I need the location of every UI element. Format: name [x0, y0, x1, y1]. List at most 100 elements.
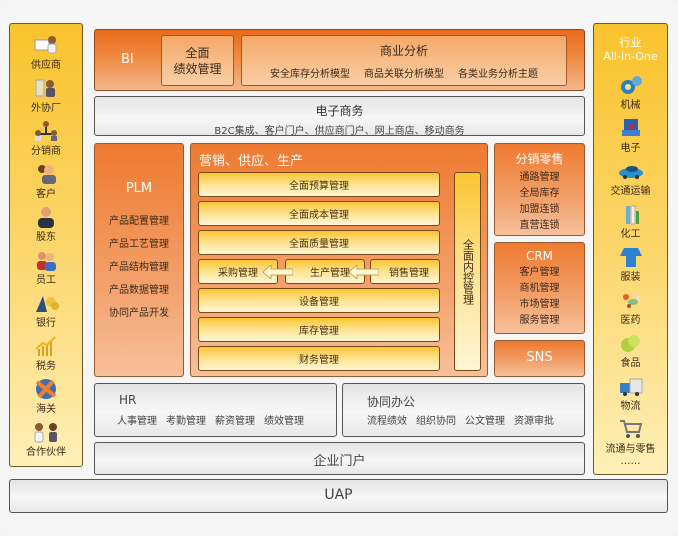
food-icon [620, 335, 640, 352]
apparel-icon [619, 248, 642, 267]
distribution-module: 分销零售 通路管理 全局库存 加盟连锁 直营连锁 [494, 143, 585, 236]
industry-item-transport: 交通运输 [594, 160, 667, 197]
distribution-items: 通路管理 全局库存 加盟连锁 直营连锁 [495, 170, 584, 234]
uap-title: UAP [324, 487, 353, 503]
scm-row-budget: 全面预算管理 [198, 172, 440, 197]
industry-title-line1: 行业 [619, 36, 642, 49]
distributor-icon [35, 121, 57, 141]
shareholder-icon [38, 207, 54, 228]
industry-item-label: 流通与零售 [605, 444, 656, 455]
sidebar-item-label: 合作伙伴 [26, 447, 66, 458]
hr-title: HR [119, 393, 137, 407]
industry-item-label: 机械 [620, 100, 641, 111]
tax-icon [35, 336, 56, 356]
analysis-items: 安全库存分析模型 商品关联分析模型 各类业务分析主题 [242, 65, 566, 80]
sidebar-item-label: 客户 [36, 189, 56, 200]
sidebar-item-tax: 税务 [10, 335, 82, 372]
plm-item: 产品数据管理 [109, 285, 169, 296]
internal-control-label: 全面内控管理 [461, 238, 475, 305]
retail-cart-icon [619, 420, 642, 438]
industry-more: …… [620, 456, 641, 467]
hr-module: HR 人事管理 考勤管理 薪资管理 绩效管理 [94, 383, 337, 437]
oa-module: 协同办公 流程绩效 组织协同 公文管理 资源审批 [342, 383, 585, 437]
sidebar-item-label: 分销商 [31, 146, 61, 157]
hr-item: 考勤管理 [166, 416, 206, 427]
logistics-icon [619, 378, 642, 396]
crm-item: 客户管理 [519, 267, 560, 278]
industry-item-machinery: 机械 [594, 74, 667, 111]
sidebar-item-outsourcing: 外协厂 [10, 77, 82, 114]
industry-item-label: 化工 [620, 229, 641, 240]
scm-row-finance: 财务管理 [198, 346, 440, 371]
industry-item-label: 电子 [620, 143, 641, 154]
crm-title: CRM [525, 249, 554, 263]
ecommerce-module: 电子商务 B2C集成、客户门户、供应商门户、网上商店、移动商务 [94, 96, 585, 137]
scm-row-equipment: 设备管理 [198, 288, 440, 313]
crm-item: 服务管理 [519, 315, 560, 326]
industry-item-logistics: 物流 [594, 375, 667, 412]
bi-label: BI [121, 52, 134, 67]
customer-icon [38, 165, 56, 184]
right-sidebar-industries: 行业 All-in-One 机械 电子 交通运输 化工 服装 医药 [593, 23, 668, 475]
distribution-item: 通路管理 [519, 172, 560, 183]
oa-item: 资源审批 [514, 416, 554, 427]
plm-item: 产品配置管理 [109, 216, 169, 227]
sidebar-item-partner: 合作伙伴 [10, 421, 82, 458]
hr-items: 人事管理 考勤管理 薪资管理 绩效管理 [117, 412, 304, 427]
transport-icon [618, 166, 643, 179]
scm-row-cost: 全面成本管理 [198, 201, 440, 226]
sns-title: SNS [526, 350, 553, 365]
plm-item: 产品工艺管理 [109, 239, 169, 250]
analysis-title: 商业分析 [379, 44, 428, 58]
left-sidebar-stakeholders: 供应商 外协厂 分销商 客户 股东 员工 银行 税务 [9, 23, 83, 467]
industry-item-label: 交通运输 [610, 186, 651, 197]
outsourcing-factory-icon [35, 79, 55, 97]
supplier-icon [34, 36, 57, 54]
ecommerce-subtitle: B2C集成、客户门户、供应商门户、网上商店、移动商务 [214, 126, 465, 137]
distribution-title: 分销零售 [515, 152, 564, 166]
plm-title: PLM [125, 181, 153, 196]
hr-item: 人事管理 [117, 416, 157, 427]
oa-item: 流程绩效 [367, 416, 407, 427]
industry-item-label: 食品 [620, 358, 641, 369]
sidebar-item-bank: 银行 [10, 292, 82, 329]
analysis-item: 各类业务分析主题 [458, 69, 538, 80]
analysis-item: 商品关联分析模型 [364, 69, 444, 80]
crm-module: CRM 客户管理 商机管理 市场管理 服务管理 [494, 242, 585, 334]
scm-module: 营销、供应、生产 全面预算管理 全面成本管理 全面质量管理 采购管理 生产管理 … [190, 143, 488, 377]
sidebar-item-customer: 客户 [10, 163, 82, 200]
analysis-item: 安全库存分析模型 [270, 69, 350, 80]
scm-internal-control: 全面内控管理 [454, 172, 481, 371]
plm-item: 产品结构管理 [109, 262, 169, 273]
performance-line1: 全面 [185, 46, 210, 60]
electronics-icon [621, 119, 640, 136]
arrow-left-icon [349, 265, 379, 279]
industry-title: 行业 All-in-One [594, 36, 667, 64]
hr-item: 绩效管理 [264, 416, 304, 427]
bi-module: BI 全面 绩效管理 商业分析 安全库存分析模型 商品关联分析模型 各类业务分析… [94, 29, 585, 91]
sidebar-item-supplier: 供应商 [10, 34, 82, 71]
crm-items: 客户管理 商机管理 市场管理 服务管理 [495, 265, 584, 329]
ecommerce-title: 电子商务 [315, 104, 364, 118]
industry-item-label: 物流 [620, 401, 641, 412]
enterprise-portal-module: 企业门户 [94, 442, 585, 475]
partner-icon [34, 423, 57, 443]
bi-performance-management: 全面 绩效管理 [161, 35, 234, 86]
industry-item-food: 食品 [594, 332, 667, 369]
scm-title: 营销、供应、生产 [199, 154, 304, 169]
crm-item: 商机管理 [519, 283, 560, 294]
medicine-icon [622, 294, 640, 308]
employee-icon [37, 252, 56, 271]
sidebar-item-label: 员工 [36, 275, 56, 286]
bi-business-analysis: 商业分析 安全库存分析模型 商品关联分析模型 各类业务分析主题 [241, 35, 567, 86]
sidebar-item-label: 供应商 [31, 60, 61, 71]
scm-row-inventory: 库存管理 [198, 317, 440, 342]
plm-module: PLM 产品配置管理 产品工艺管理 产品结构管理 产品数据管理 协同产品开发 [94, 143, 184, 377]
oa-item: 组织协同 [416, 416, 456, 427]
industry-item-electronics: 电子 [594, 117, 667, 154]
machinery-icon [620, 76, 642, 94]
oa-title: 协同办公 [367, 395, 416, 409]
bank-icon [36, 296, 59, 312]
crm-item: 市场管理 [519, 299, 560, 310]
industry-item-label: 服装 [620, 272, 641, 283]
